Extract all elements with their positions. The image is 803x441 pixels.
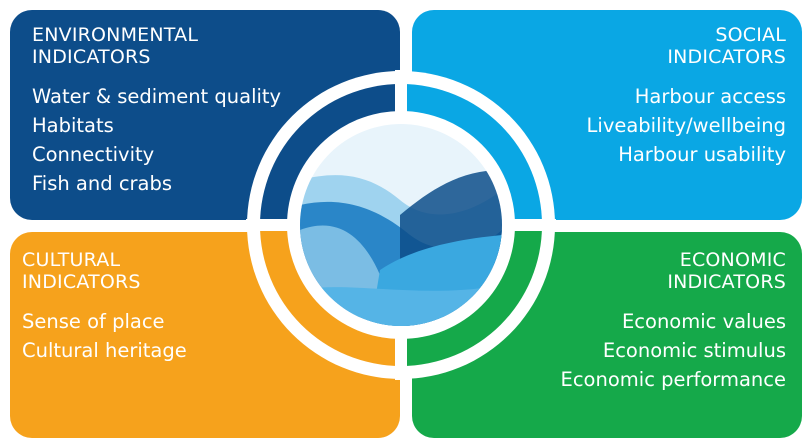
list-item: Liveability/wellbeing — [586, 114, 786, 137]
environmental-heading-line2: INDICATORS — [32, 46, 151, 68]
social-heading: SOCIAL INDICATORS — [412, 10, 802, 68]
environmental-heading: ENVIRONMENTAL INDICATORS — [10, 10, 400, 68]
cultural-heading-line2: INDICATORS — [22, 271, 141, 293]
list-item: Cultural heritage — [22, 339, 187, 362]
social-heading-line2: INDICATORS — [667, 46, 786, 68]
cultural-items: Sense of place Cultural heritage — [10, 307, 400, 365]
list-item: Water & sediment quality — [32, 85, 282, 108]
list-item: Harbour access — [634, 85, 786, 108]
list-item: Economic values — [621, 310, 786, 333]
list-item: Economic performance — [560, 368, 786, 391]
list-item: Habitats — [32, 114, 114, 137]
environmental-items: Water & sediment quality Habitats Connec… — [10, 82, 400, 198]
list-item: Connectivity — [32, 143, 155, 166]
list-item: Fish and crabs — [32, 172, 173, 195]
list-item: Harbour usability — [618, 143, 786, 166]
water-waves-icon — [300, 124, 502, 326]
cultural-heading: CULTURAL INDICATORS — [10, 232, 400, 293]
social-heading-line1: SOCIAL — [715, 24, 786, 46]
social-items: Harbour access Liveability/wellbeing Har… — [412, 82, 802, 169]
economic-heading: ECONOMIC INDICATORS — [412, 232, 802, 293]
cultural-heading-line1: CULTURAL — [22, 249, 121, 271]
list-item: Sense of place — [22, 310, 165, 333]
environmental-heading-line1: ENVIRONMENTAL — [32, 24, 199, 46]
economic-heading-line2: INDICATORS — [667, 271, 786, 293]
list-item: Economic stimulus — [602, 339, 786, 362]
economic-heading-line1: ECONOMIC — [679, 249, 786, 271]
economic-items: Economic values Economic stimulus Econom… — [412, 307, 802, 394]
